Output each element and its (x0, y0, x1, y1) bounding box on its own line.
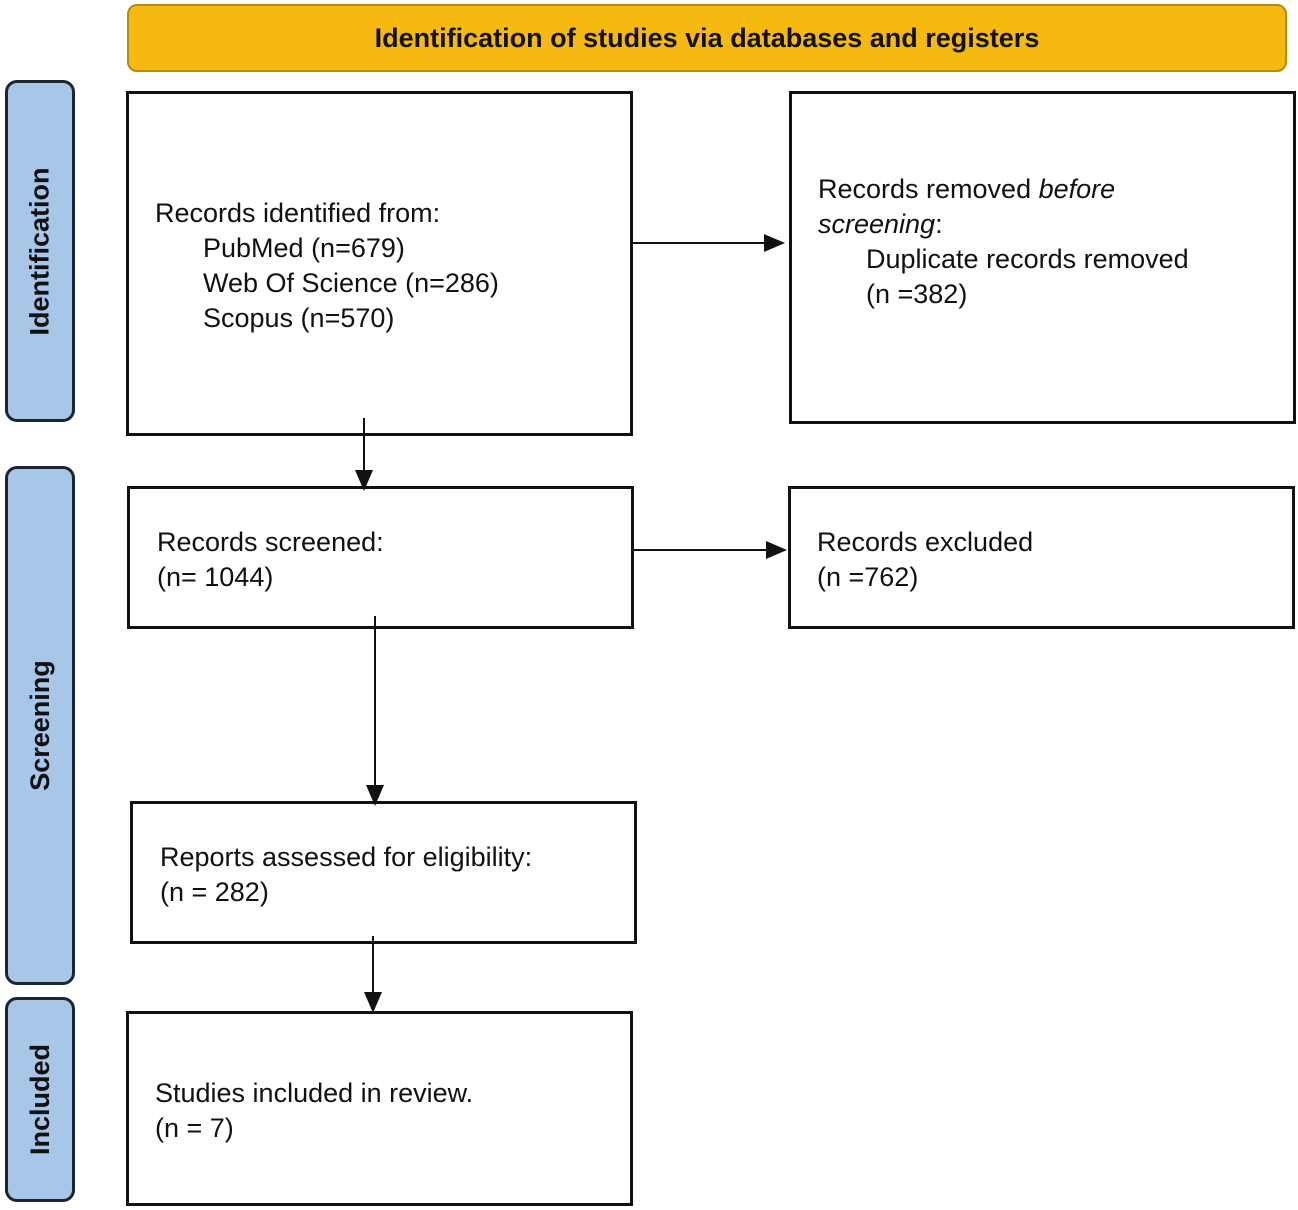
phase-included: Included (5, 997, 75, 1202)
arrowhead-removed (764, 234, 785, 252)
studies-included-label: Studies included in review. (155, 1078, 474, 1108)
records-identified-heading: Records identified from: (155, 198, 441, 228)
duplicates-removed-label: Duplicate records removed (866, 244, 1189, 274)
duplicates-removed-count: (n =382) (866, 279, 968, 309)
phase-screening: Screening (5, 466, 75, 985)
studies-included-box: Studies included in review. (n = 7) (126, 1011, 633, 1206)
records-screened-label: Records screened: (157, 527, 384, 557)
source-pubmed: PubMed (n=679) (203, 233, 405, 263)
records-excluded-label: Records excluded (817, 527, 1034, 557)
phase-identification: Identification (5, 80, 75, 422)
records-removed-line2: screening: (818, 209, 943, 239)
arrowhead-excluded (766, 541, 787, 559)
studies-included-count: (n = 7) (155, 1113, 234, 1143)
records-screened-count: (n= 1044) (157, 562, 274, 592)
arrowhead-screened (355, 470, 373, 491)
reports-assessed-box: Reports assessed for eligibility: (n = 2… (130, 801, 637, 944)
header-banner: Identification of studies via databases … (127, 4, 1287, 72)
records-excluded-count: (n =762) (817, 562, 919, 592)
reports-assessed-label: Reports assessed for eligibility: (160, 842, 533, 872)
header-title: Identification of studies via databases … (374, 22, 1040, 53)
records-removed-box: Records removed before screening: Duplic… (789, 91, 1296, 424)
source-web-of-science: Web Of Science (n=286) (203, 268, 499, 298)
arrowhead-assessed (366, 785, 384, 806)
source-scopus: Scopus (n=570) (203, 303, 395, 333)
reports-assessed-count: (n = 282) (160, 877, 269, 907)
arrowhead-included (364, 992, 382, 1013)
records-identified-box: Records identified from: PubMed (n=679) … (126, 91, 633, 436)
records-excluded-box: Records excluded (n =762) (788, 486, 1295, 629)
records-removed-line1: Records removed before (818, 174, 1116, 204)
records-screened-box: Records screened: (n= 1044) (127, 486, 634, 629)
